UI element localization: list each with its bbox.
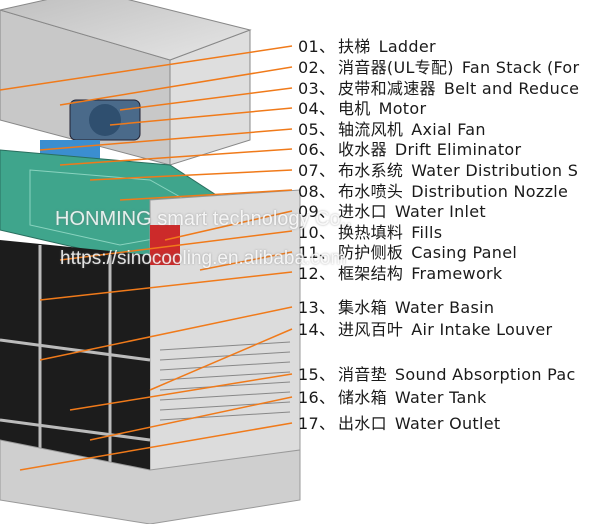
leader-lines [0,45,293,471]
watermark-line-1: HONMING smart technology Co., [55,208,352,230]
watermark-line-2: https://sinocooling.en.alibaba.com [60,248,347,269]
framework [0,245,151,500]
air-intake-louver [159,341,291,421]
fan-stack-top [0,0,252,61]
fill-media [0,240,150,470]
